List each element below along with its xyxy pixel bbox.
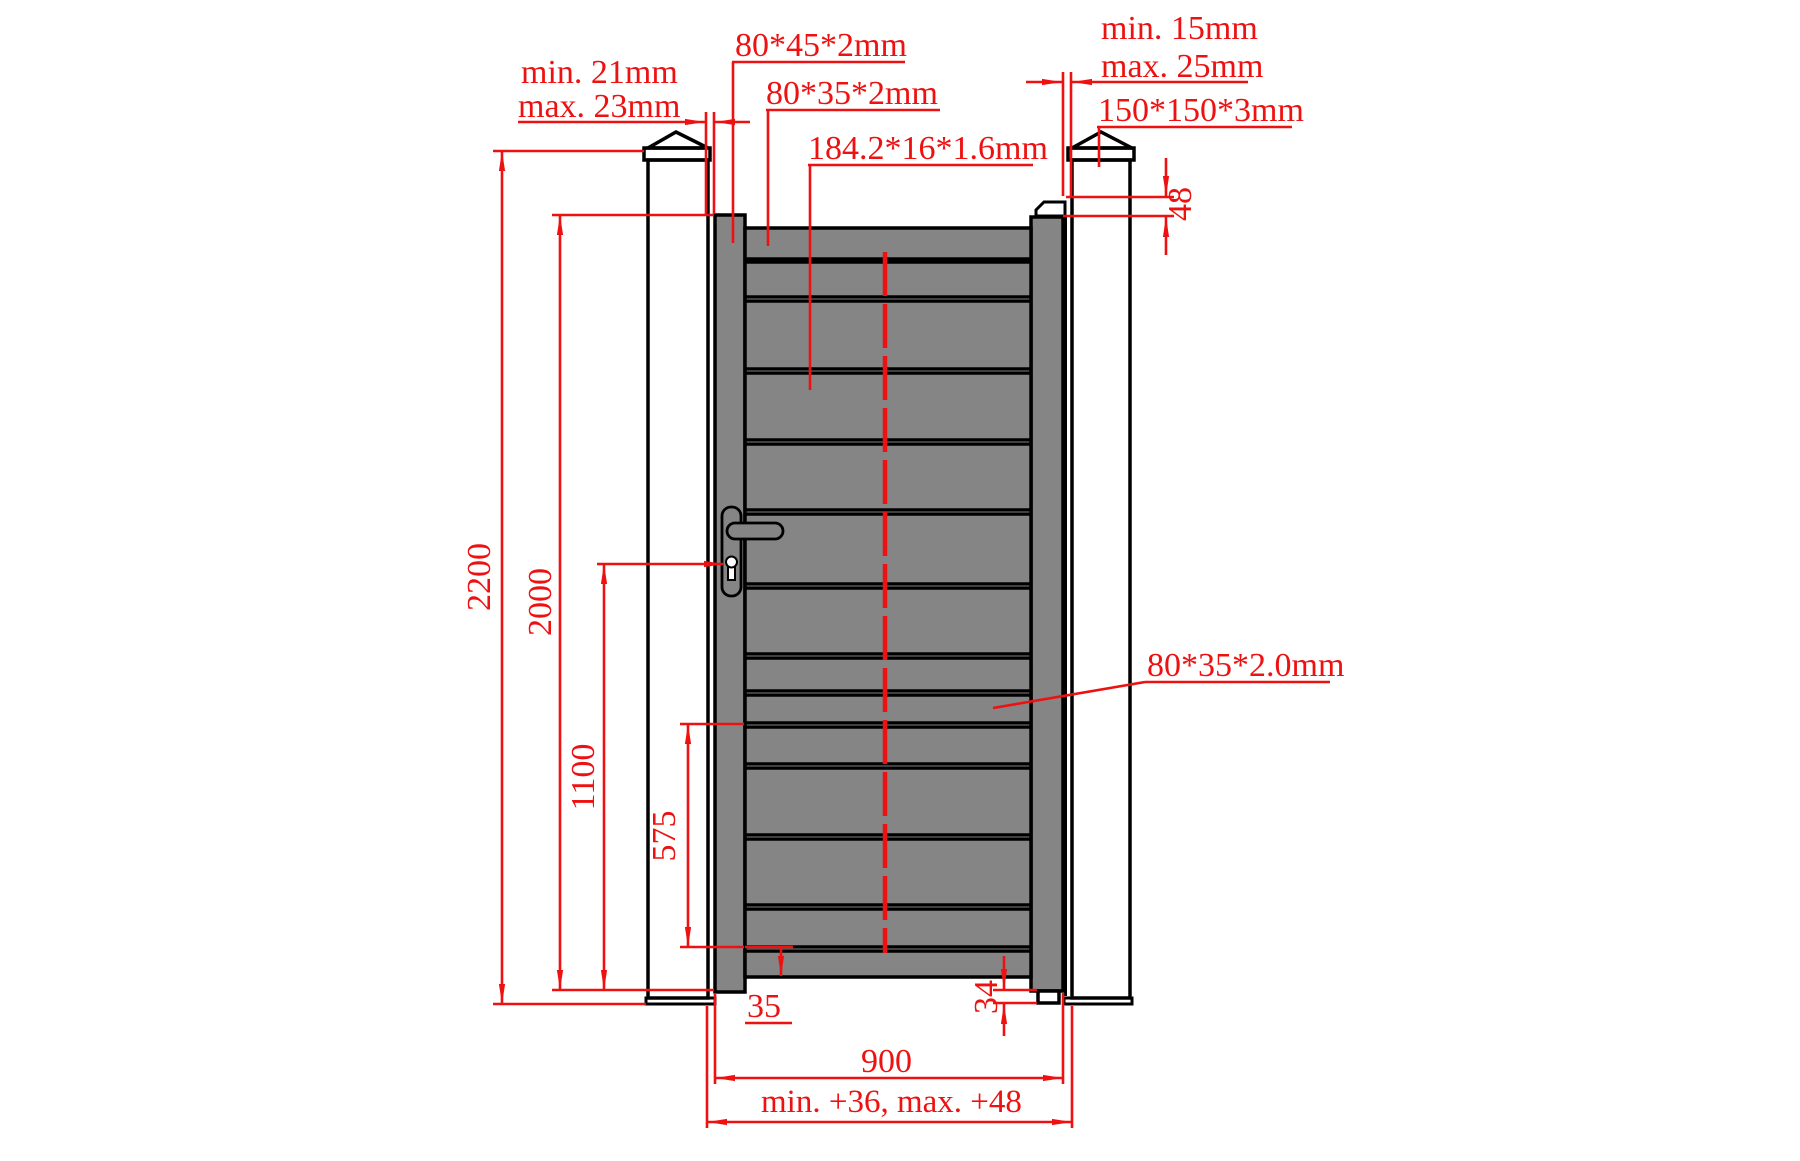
gate-right-stile	[1029, 215, 1065, 993]
lock-escutcheon	[720, 505, 743, 598]
leader-mid-rail	[992, 680, 1146, 710]
gate-slat	[743, 766, 1033, 837]
gate-slat	[743, 371, 1033, 442]
dimension-lines	[493, 60, 1330, 1128]
label-top-rail-profile: 80*35*2mm	[766, 75, 938, 112]
left-post	[641, 130, 717, 1006]
gate-slat	[743, 260, 1033, 299]
gate-slat	[743, 299, 1033, 371]
right-post-cap	[1066, 146, 1136, 162]
label-post-profile: 150*150*3mm	[1098, 92, 1304, 129]
left-post-cap	[642, 146, 712, 162]
left-post-base	[644, 996, 717, 1006]
gate-mid-rail	[743, 693, 1033, 725]
label-gate-height: 2000	[522, 568, 559, 636]
label-latch-height: 48	[1162, 187, 1199, 221]
right-post-body	[1070, 158, 1132, 1000]
right-post-base	[1062, 996, 1134, 1006]
left-post-cap-peak	[641, 130, 709, 150]
label-gap-left-max: max. 23mm	[518, 88, 680, 125]
lock-set	[720, 505, 785, 598]
gate-slat	[743, 656, 1033, 693]
gate-slat	[743, 442, 1033, 512]
keyhole	[725, 555, 738, 569]
label-bottom-left-offset: 35	[747, 988, 781, 1025]
label-gap-right-min: min. 15mm	[1101, 10, 1258, 47]
label-mid-rail-profile: 80*35*2.0mm	[1147, 647, 1344, 684]
gate-infill	[743, 226, 1033, 979]
label-post-height: 2200	[461, 543, 498, 611]
label-frame-profile: 80*45*2mm	[735, 27, 907, 64]
drop-bolt	[1036, 989, 1061, 1005]
gate-slat	[743, 586, 1033, 656]
label-lock-height: 1100	[565, 744, 602, 811]
gate-slat	[743, 907, 1033, 949]
right-post-cap-peak	[1071, 130, 1133, 150]
label-gap-left-min: min. 21mm	[521, 54, 678, 91]
gate-slat	[743, 837, 1033, 907]
right-post	[1062, 130, 1136, 1006]
label-lower-span: 575	[646, 811, 683, 862]
gate-bottom-rail	[743, 949, 1033, 979]
label-gap-right-max: max. 25mm	[1101, 48, 1263, 85]
gate-left-stile	[713, 213, 747, 994]
left-post-body	[646, 158, 710, 1000]
label-bottom-right-offset: 34	[968, 980, 1005, 1014]
dimension-texts: min. 21mm max. 23mm 80*45*2mm 80*35*2mm …	[461, 10, 1344, 1120]
label-opening-width: min. +36, max. +48	[761, 1084, 1022, 1120]
gate-leaf	[713, 200, 1067, 1005]
label-gate-width: 900	[861, 1043, 912, 1080]
gate-latch-plate	[1034, 200, 1067, 218]
gate-slat	[743, 512, 1033, 586]
label-infill-profile: 184.2*16*1.6mm	[808, 130, 1048, 167]
door-handle	[725, 521, 785, 541]
gate-slat	[743, 226, 1033, 261]
gate-slat	[743, 725, 1033, 766]
